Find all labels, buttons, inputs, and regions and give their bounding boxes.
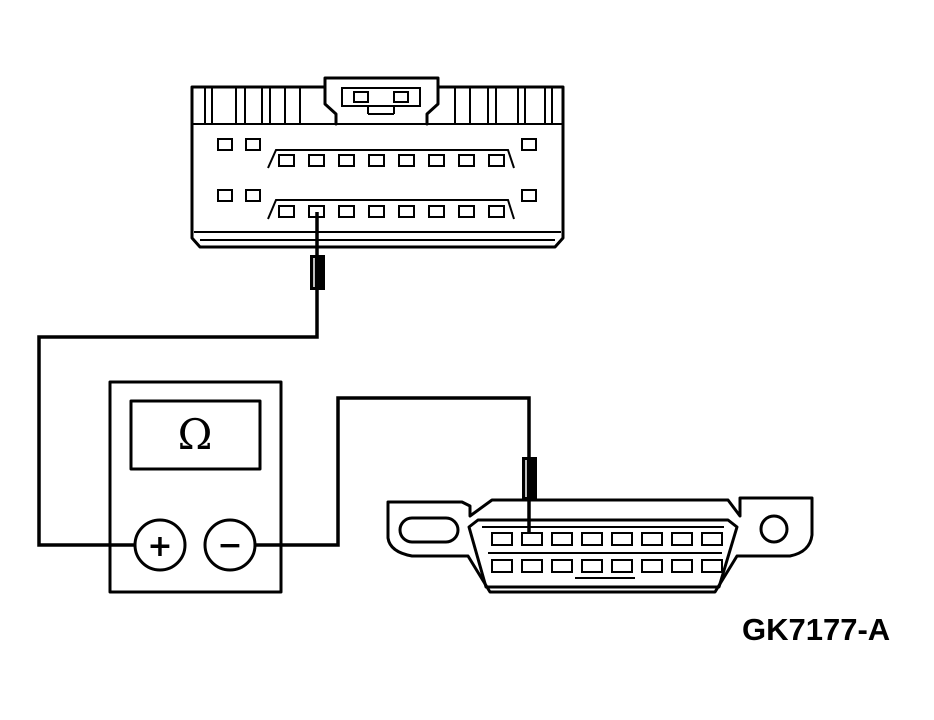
dlc-row-2 — [491, 559, 723, 573]
positive-terminal — [133, 518, 187, 572]
probe-top — [310, 212, 325, 290]
top-connector-row-1 — [278, 154, 505, 167]
ohm-symbol: Ω — [178, 410, 213, 459]
figure-id-label: GK7177-A — [742, 612, 891, 647]
data-link-connector — [386, 496, 814, 594]
plus-symbol: + — [147, 529, 172, 564]
ohmmeter: Ω + − — [108, 380, 283, 594]
test-leads — [37, 290, 531, 547]
meter-display — [129, 399, 262, 471]
dlc-row-1 — [491, 532, 723, 546]
top-connector-row-2 — [278, 205, 505, 218]
negative-terminal — [203, 518, 257, 572]
minus-symbol: − — [217, 528, 242, 563]
top-connector — [190, 76, 565, 249]
